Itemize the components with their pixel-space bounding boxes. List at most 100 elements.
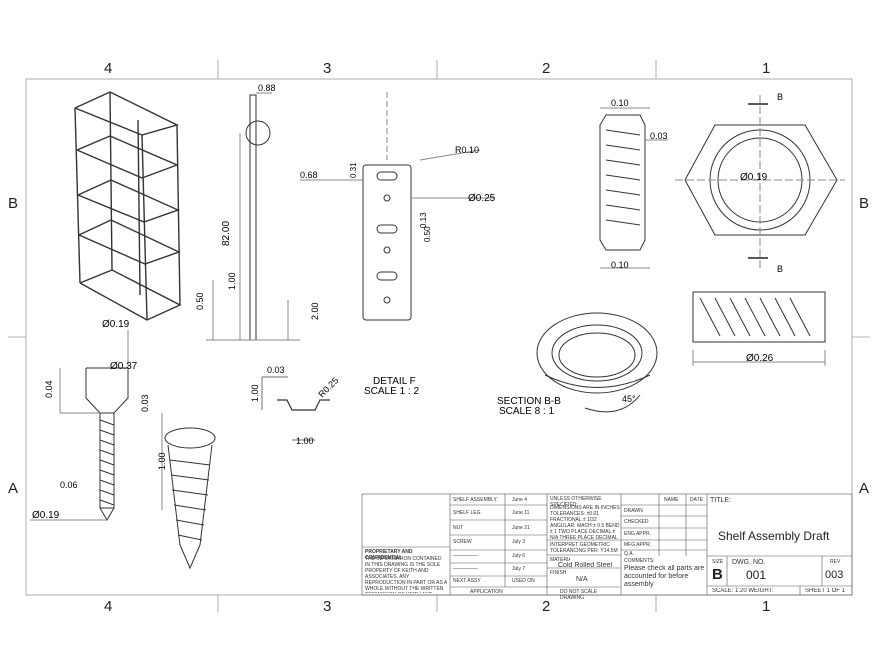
rev-value: 003 — [825, 569, 844, 581]
dim-clip-thick: 0.03 — [267, 365, 285, 375]
dim-leg-lower: 1.00 — [227, 272, 237, 290]
perforated-plate-drawing — [300, 92, 495, 321]
nut-iso-drawing — [536, 312, 658, 413]
zone-col-2-top: 2 — [542, 60, 551, 77]
bom-part-4: SCREW — [453, 539, 472, 545]
dim-screw-length: 1.00 — [157, 452, 167, 470]
size-value: B — [712, 566, 723, 583]
zone-col-1-top: 1 — [762, 60, 771, 77]
nut-side-drawing — [692, 291, 826, 366]
dim-nut-side-dia: Ø0.26 — [746, 353, 774, 364]
rev-label: REV — [830, 559, 841, 565]
zone-row-a-right: A — [859, 480, 870, 497]
dim-nut-side: 0.03 — [650, 131, 668, 141]
dim-screw-thread: 0.06 — [60, 480, 78, 490]
zone-col-1-bottom: 1 — [762, 598, 771, 615]
dim-plate-gap: 0.13 — [419, 212, 428, 228]
dim-plate-hole: Ø0.25 — [468, 193, 496, 204]
dim-clip-width: 1.00 — [296, 436, 314, 446]
detail-f-label: DETAIL F — [373, 376, 416, 387]
clip-profile-drawing — [261, 376, 330, 441]
dim-clip-height: 1.00 — [250, 384, 260, 402]
proprietary-body: THE INFORMATION CONTAINED IN THIS DRAWIN… — [365, 556, 447, 593]
zone-row-a-left: A — [8, 480, 19, 497]
dim-screw-tip: Ø0.19 — [32, 510, 60, 521]
spec-material-label: MATERIAL — [550, 557, 570, 563]
bom-part-1: SHELF ASSEMBLY — [453, 497, 497, 503]
zone-col-4-top: 4 — [104, 60, 113, 77]
bom-part-5: ――――― — [453, 553, 478, 559]
spec-interpret: INTERPRET GEOMETRIC TOLERANCING PER: Y14… — [550, 542, 618, 554]
bom-date-7: USED ON — [512, 578, 535, 584]
dwg-no-label: DWG. NO. — [732, 559, 766, 566]
title-label: TITLE: — [710, 497, 732, 504]
dim-screw-shank: Ø0.37 — [110, 361, 138, 372]
nut-front-drawing — [675, 95, 845, 270]
dim-plate-side: 0.68 — [300, 170, 318, 180]
dim-nut-bottom: 0.10 — [611, 260, 629, 270]
bom-part-6: ――――― — [453, 566, 478, 572]
bom-application: APPLICATION — [470, 589, 503, 595]
approval-checked: CHECKED — [624, 519, 649, 525]
zone-col-3-top: 3 — [323, 60, 332, 77]
dim-plate-radius: R0.10 — [455, 145, 479, 155]
bom-date-4: July 3 — [512, 539, 526, 545]
bom-part-7: NEXT ASSY — [453, 578, 481, 584]
nut-section-drawing — [599, 107, 668, 269]
dwg-no-value: 001 — [746, 568, 767, 582]
screw-drawing — [30, 330, 216, 570]
dim-plate-pitch: 0.50 — [423, 226, 432, 242]
approvals-name-header: NAME — [664, 497, 679, 503]
spec-material: Cold Rolled Steel — [558, 562, 613, 569]
dim-leg-top: 0.88 — [258, 83, 276, 93]
bom-date-2: June 11 — [512, 510, 530, 516]
dim-screw-taper: 0.03 — [140, 394, 150, 412]
approval-qa: Q.A. — [624, 551, 635, 557]
scale-weight: SCALE: 1:20 WEIGHT: — [712, 588, 774, 594]
spec-do-not-scale: DO NOT SCALE DRAWING — [560, 589, 598, 601]
zone-col-3-bottom: 3 — [323, 598, 332, 615]
bom-date-1: June 4 — [512, 497, 528, 503]
zone-col-4-bottom: 4 — [104, 598, 113, 615]
dim-screw-head: Ø0.19 — [102, 319, 130, 330]
zone-row-b-right: B — [859, 195, 870, 212]
bom-date-3: June 21 — [512, 525, 530, 531]
dim-screw-head-h: 0.04 — [44, 380, 54, 398]
section-bb-scale: SCALE 8 : 1 — [499, 406, 554, 417]
detail-f-scale: SCALE 1 : 2 — [364, 386, 419, 397]
approval-drawn: DRAWN — [624, 508, 643, 514]
spec-dims: DIMENSIONS ARE IN INCHES TOLERANCES: ±0.… — [550, 505, 620, 539]
cut-label-bottom: B — [777, 264, 783, 274]
approval-comments: COMMENTS: — [624, 558, 655, 564]
shelf-rack-drawing — [74, 91, 182, 321]
dim-nut-top: 0.10 — [611, 98, 629, 108]
zone-row-b-left: B — [8, 195, 19, 212]
drawing-title: Shelf Assembly Draft — [718, 529, 830, 543]
dim-leg-base: 0.50 — [195, 292, 205, 310]
dim-nut-front-dia: Ø0.19 — [740, 172, 768, 183]
dim-clip-radius: R0.25 — [316, 375, 340, 399]
cut-label-top: B — [777, 92, 783, 102]
section-bb-label: SECTION B-B — [497, 396, 561, 407]
spec-finish-label: FINISH — [550, 570, 567, 576]
approvals-date-header: DATE — [690, 497, 703, 503]
dim-plate-slot: 0.31 — [349, 162, 358, 178]
bom-part-2: SHELF LEG — [453, 510, 481, 516]
shelf-leg-drawing — [206, 92, 300, 341]
approval-comment-text: Please check all parts are accounted for… — [624, 565, 705, 588]
dim-leg-height: 82.00 — [221, 221, 232, 246]
bom-date-5: July 6 — [512, 553, 526, 559]
bom-date-6: July 7 — [512, 566, 526, 572]
size-label: SIZE — [712, 559, 724, 565]
approval-eng: ENG APPR. — [624, 531, 651, 537]
zone-col-2-bottom: 2 — [542, 598, 551, 615]
bom-part-3: NUT — [453, 525, 464, 531]
dim-angle: 45° — [622, 394, 636, 404]
sheet-number: SHEET 1 OF 1 — [805, 588, 845, 594]
spec-finish: N/A — [576, 576, 588, 583]
dim-leg-offset: 2.00 — [310, 302, 320, 320]
approval-mfg: MFG APPR. — [624, 542, 652, 548]
spec-unless: UNLESS OTHERWISE SPECIFIED: — [550, 496, 602, 508]
proprietary-heading: PROPRIETARY AND CONFIDENTIAL — [365, 549, 413, 561]
